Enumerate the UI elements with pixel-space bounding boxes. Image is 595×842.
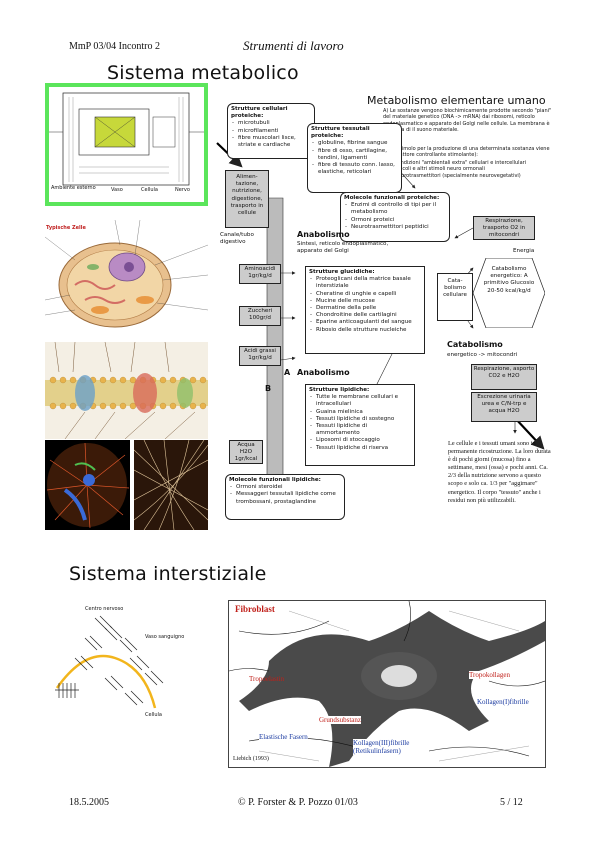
box-title: Molecole funzionali lipidiche: (229, 477, 321, 483)
list-item: Liposomi di stoccaggio (310, 437, 411, 444)
list-item: microfilamenti (232, 128, 311, 135)
list-item: microtubuli (232, 120, 311, 127)
box-alimentazione: Alimen- tazione, nutrizione, digestione,… (225, 170, 269, 228)
fluorescence-image (45, 440, 130, 530)
diagram-intro-a: A) Le sostanze vengono biochimicamente p… (383, 108, 552, 133)
label-canale-digestivo: Canale/tubo digestivo (220, 232, 254, 246)
intro-b-item: da condizioni "ambientali extra" cellula… (387, 160, 527, 166)
list-item: globuline, fibrine sangue (312, 140, 398, 147)
list-item: Chondroitine delle cartilagini (310, 312, 421, 319)
anabolismo-1-text: Sintesi, reticolo endoplasmatico, appara… (297, 241, 389, 255)
fibroblast-label-tropokollagen: Tropokollagen (469, 671, 510, 679)
list-item: Tessuti lipidiche di sostegno (310, 416, 411, 423)
list-item: Guaina mielinica (310, 409, 411, 416)
fibril-image (134, 440, 208, 530)
box-acqua: Acqua H2O 1gr/kcal (229, 440, 263, 464)
schema-image: Ambiente esterno Vaso Cellula Nervo (45, 83, 208, 206)
interstitial-schema: Centro nervoso Vaso sanguigno Cellula (45, 598, 205, 738)
intro-b-item: da vincoli e altri stimoli neuro ormonal… (387, 166, 485, 173)
box-strutture-glucidiche: Strutture glucidiche: Proteoglicani dell… (305, 266, 425, 354)
box-title: Strutture glucidiche: (309, 269, 375, 275)
hex-catabolismo-energetico: Catabolismo energetico: A primitivo Gluc… (473, 258, 545, 328)
schema-label-nervo: Nervo (175, 187, 190, 193)
intro-b-item: da neurotrasmettitori (specialmente neur… (387, 172, 521, 179)
list-item: Neurotrasmettitori peptidici (345, 224, 446, 231)
label-b: B (265, 384, 272, 393)
box-title: Strutture lipidiche: (309, 387, 370, 393)
schema-label-vaso: Vaso (111, 187, 123, 193)
diagram-note: Le cellule e i tessuti umani sono in per… (448, 440, 551, 504)
label-energia: Energia (513, 248, 535, 254)
fibroblast-label-elastische: Elastische Fasern (259, 733, 308, 741)
diagram-intro-b: B) Lo stimolo per la produzione di una d… (383, 146, 550, 159)
footer-date: 18.5.2005 (69, 797, 109, 808)
box-zuccheri: Zuccheri 100gr/d (239, 306, 281, 326)
list-item: Ormoni proteici (345, 217, 446, 224)
list-item: Cheratine di unghie e capelli (310, 291, 421, 298)
diagram-title: Metabolismo elementare umano (367, 94, 546, 107)
box-respirazione-1: Respirazione, trasporto O2 in mitocondri (473, 216, 535, 240)
fibroblast-label-kollagen-i: Kollagen(I)fibrille (477, 698, 529, 706)
membrane-image (45, 342, 208, 439)
list-item: Eparine anticoagulanti del sangue (310, 319, 421, 326)
hex-text: Catabolismo energetico: A primitivo Gluc… (483, 266, 535, 294)
box-molecole-lipidiche: Molecole funzionali lipidiche: Ormoni st… (225, 474, 345, 520)
box-title: Molecole funzionali proteiche: (344, 195, 440, 201)
section-title-interstitial: Sistema interstiziale (69, 563, 267, 585)
fibroblast-image: Fibroblast Tropoelastin Tropokollagen Gr… (228, 600, 546, 768)
fibroblast-title: Fibroblast (235, 604, 275, 614)
box-title: Strutture tessutali proteiche: (311, 126, 370, 140)
box-molecole-proteiche: Molecole funzionali proteiche: Enzimi di… (340, 192, 450, 242)
list-item: Dermatine della pelle (310, 305, 421, 312)
anabolismo-1-title: Anabolismo (297, 230, 350, 239)
diagram-intro-b-list: da condizioni "ambientali extra" cellula… (387, 160, 553, 179)
list-item: Mucine delle mucose (310, 298, 421, 305)
cell-label: Typische Zelle (46, 225, 86, 231)
box-title: Strutture cellulari proteiche: (231, 106, 288, 120)
fibroblast-label-tropoelastin: Tropoelastin (249, 675, 285, 683)
list-item: Ormoni steroidei (230, 484, 341, 491)
list-item: Messaggeri tessutali lipidiche come trom… (230, 491, 341, 505)
section-title-metabolic: Sistema metabolico (107, 62, 299, 84)
box-escrezione: Escrezione urinaria urea e C/N-trp e acq… (471, 392, 537, 422)
box-respirazione-2: Respirazione, asporto CO2 e H2O (471, 364, 537, 390)
header-left: MmP 03/04 Incontro 2 (69, 41, 161, 52)
schema-label-cellula: Cellula (141, 187, 158, 193)
list-item: Tutte le membrane cellulari e intracellu… (310, 394, 411, 408)
box-catabolismo-cellulare: Cata- bolismo cellulare (437, 273, 473, 321)
fibroblast-credit: Liebich (1993) (233, 756, 269, 762)
list-item: Enzimi di controllo di tipi per il metab… (345, 202, 446, 216)
fibroblast-label-grundsubstanz: Grundsubstanz (319, 716, 361, 724)
box-acidi-grassi: Acidi grassi 1gr/kg/d (239, 346, 281, 366)
list-item: fibre di osso, cartilagine, tendini, lig… (312, 148, 398, 162)
list-item: Tessuti lipidiche di ammortamento (310, 423, 411, 437)
interstitial-label-cellula: Cellula (145, 712, 162, 718)
header-title: Strumenti di lavoro (243, 38, 344, 53)
footer-page: 5 / 12 (500, 797, 523, 808)
box-strutture-lipidiche: Strutture lipidiche: Tutte le membrane c… (305, 384, 415, 466)
list-item: Proteoglicani della matrice basale inter… (310, 276, 421, 290)
footer-authors: © P. Forster & P. Pozzo 01/03 (238, 797, 358, 808)
anabolismo-2-title: Anabolismo (297, 368, 350, 377)
box-strutture-cellulari: Strutture cellulari proteiche: microtubu… (227, 103, 315, 159)
list-item: Ribosio delle strutture nucleiche (310, 327, 421, 334)
schema-label-ambiente: Ambiente esterno (51, 185, 96, 191)
interstitial-label-vaso: Vaso sanguigno (145, 634, 185, 640)
interstitial-label-centro: Centro nervoso (85, 606, 124, 612)
catabolismo-text: energetico -> mitocondri (447, 352, 518, 358)
metabolism-diagram: Metabolismo elementare umano A) Le sosta… (215, 88, 555, 528)
fibroblast-label-kollagen-iii: Kollagen(III)fibrille (Retikulinfasern) (353, 739, 423, 755)
cell-image: Typische Zelle (45, 215, 208, 337)
catabolismo-title: Catabolismo (447, 340, 503, 349)
box-strutture-tessutali: Strutture tessutali proteiche: globuline… (307, 123, 402, 193)
list-item: Tessuti lipidiche di riserva (310, 445, 411, 452)
list-item: fibre di tessuto conn. lasso, elastiche,… (312, 162, 398, 176)
label-a: A (284, 368, 291, 377)
box-aminoacidi: Aminoacidi 1gr/kg/d (239, 264, 281, 284)
list-item: fibre muscolari lisce, striate e cardiac… (232, 135, 311, 149)
